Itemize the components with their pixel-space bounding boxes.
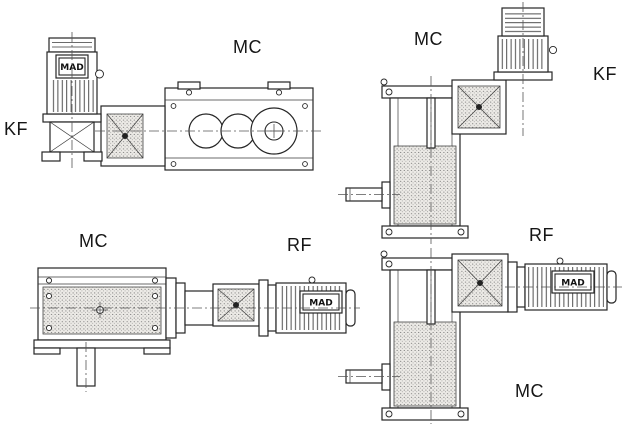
label-adapter-kf-top-right: KF xyxy=(593,64,618,84)
motor-nameplate-text: MAD xyxy=(309,299,332,309)
eyebolt-icon xyxy=(548,45,558,55)
label-unit-mc-bottom-right: MC xyxy=(515,381,544,401)
motor-horizontal: MAD xyxy=(258,276,356,337)
label-unit-mc-bottom-left: MC xyxy=(79,231,108,251)
eyebolt-icon xyxy=(380,250,388,258)
motor-nameplate: MAD xyxy=(551,270,595,294)
assembly-mc-vertical-kf xyxy=(338,2,558,244)
assembly-mc-end-rf: MAD xyxy=(30,267,360,392)
eyebolt-icon xyxy=(95,69,104,79)
label-unit-mc-top-right: MC xyxy=(414,29,443,49)
output-shaft xyxy=(345,181,391,209)
input-bearing-housing xyxy=(451,253,509,313)
assembly-mc-vertical-rf: MAD xyxy=(338,248,622,424)
mounting-foot xyxy=(33,339,171,349)
motor-vertical xyxy=(493,7,558,81)
label-adapter-kf-top-left: KF xyxy=(4,119,29,139)
eyebolt-icon xyxy=(308,276,316,284)
motor-vertical: MAD xyxy=(46,37,104,115)
input-bearing-housing xyxy=(212,283,260,327)
output-shaft xyxy=(345,363,391,391)
motor-nameplate-text: MAD xyxy=(561,279,584,289)
motor-horizontal: MAD xyxy=(507,257,617,313)
assembly-kf-mc-side-view: MAD xyxy=(41,32,322,171)
gear-housing-end-view xyxy=(33,267,171,355)
gear-housing-vertical xyxy=(380,78,469,239)
eyebolt-icon xyxy=(556,257,564,265)
eyebolt-icon xyxy=(380,78,388,86)
motor-nameplate: MAD xyxy=(299,290,343,314)
gear-housing xyxy=(164,81,314,171)
label-adapter-rf-bottom-right: RF xyxy=(529,225,554,245)
label-unit-mc-top-left: MC xyxy=(233,37,262,57)
bevel-input-head xyxy=(451,79,507,135)
input-bearing-housing xyxy=(100,105,166,167)
label-adapter-rf-bottom-left: RF xyxy=(287,235,312,255)
